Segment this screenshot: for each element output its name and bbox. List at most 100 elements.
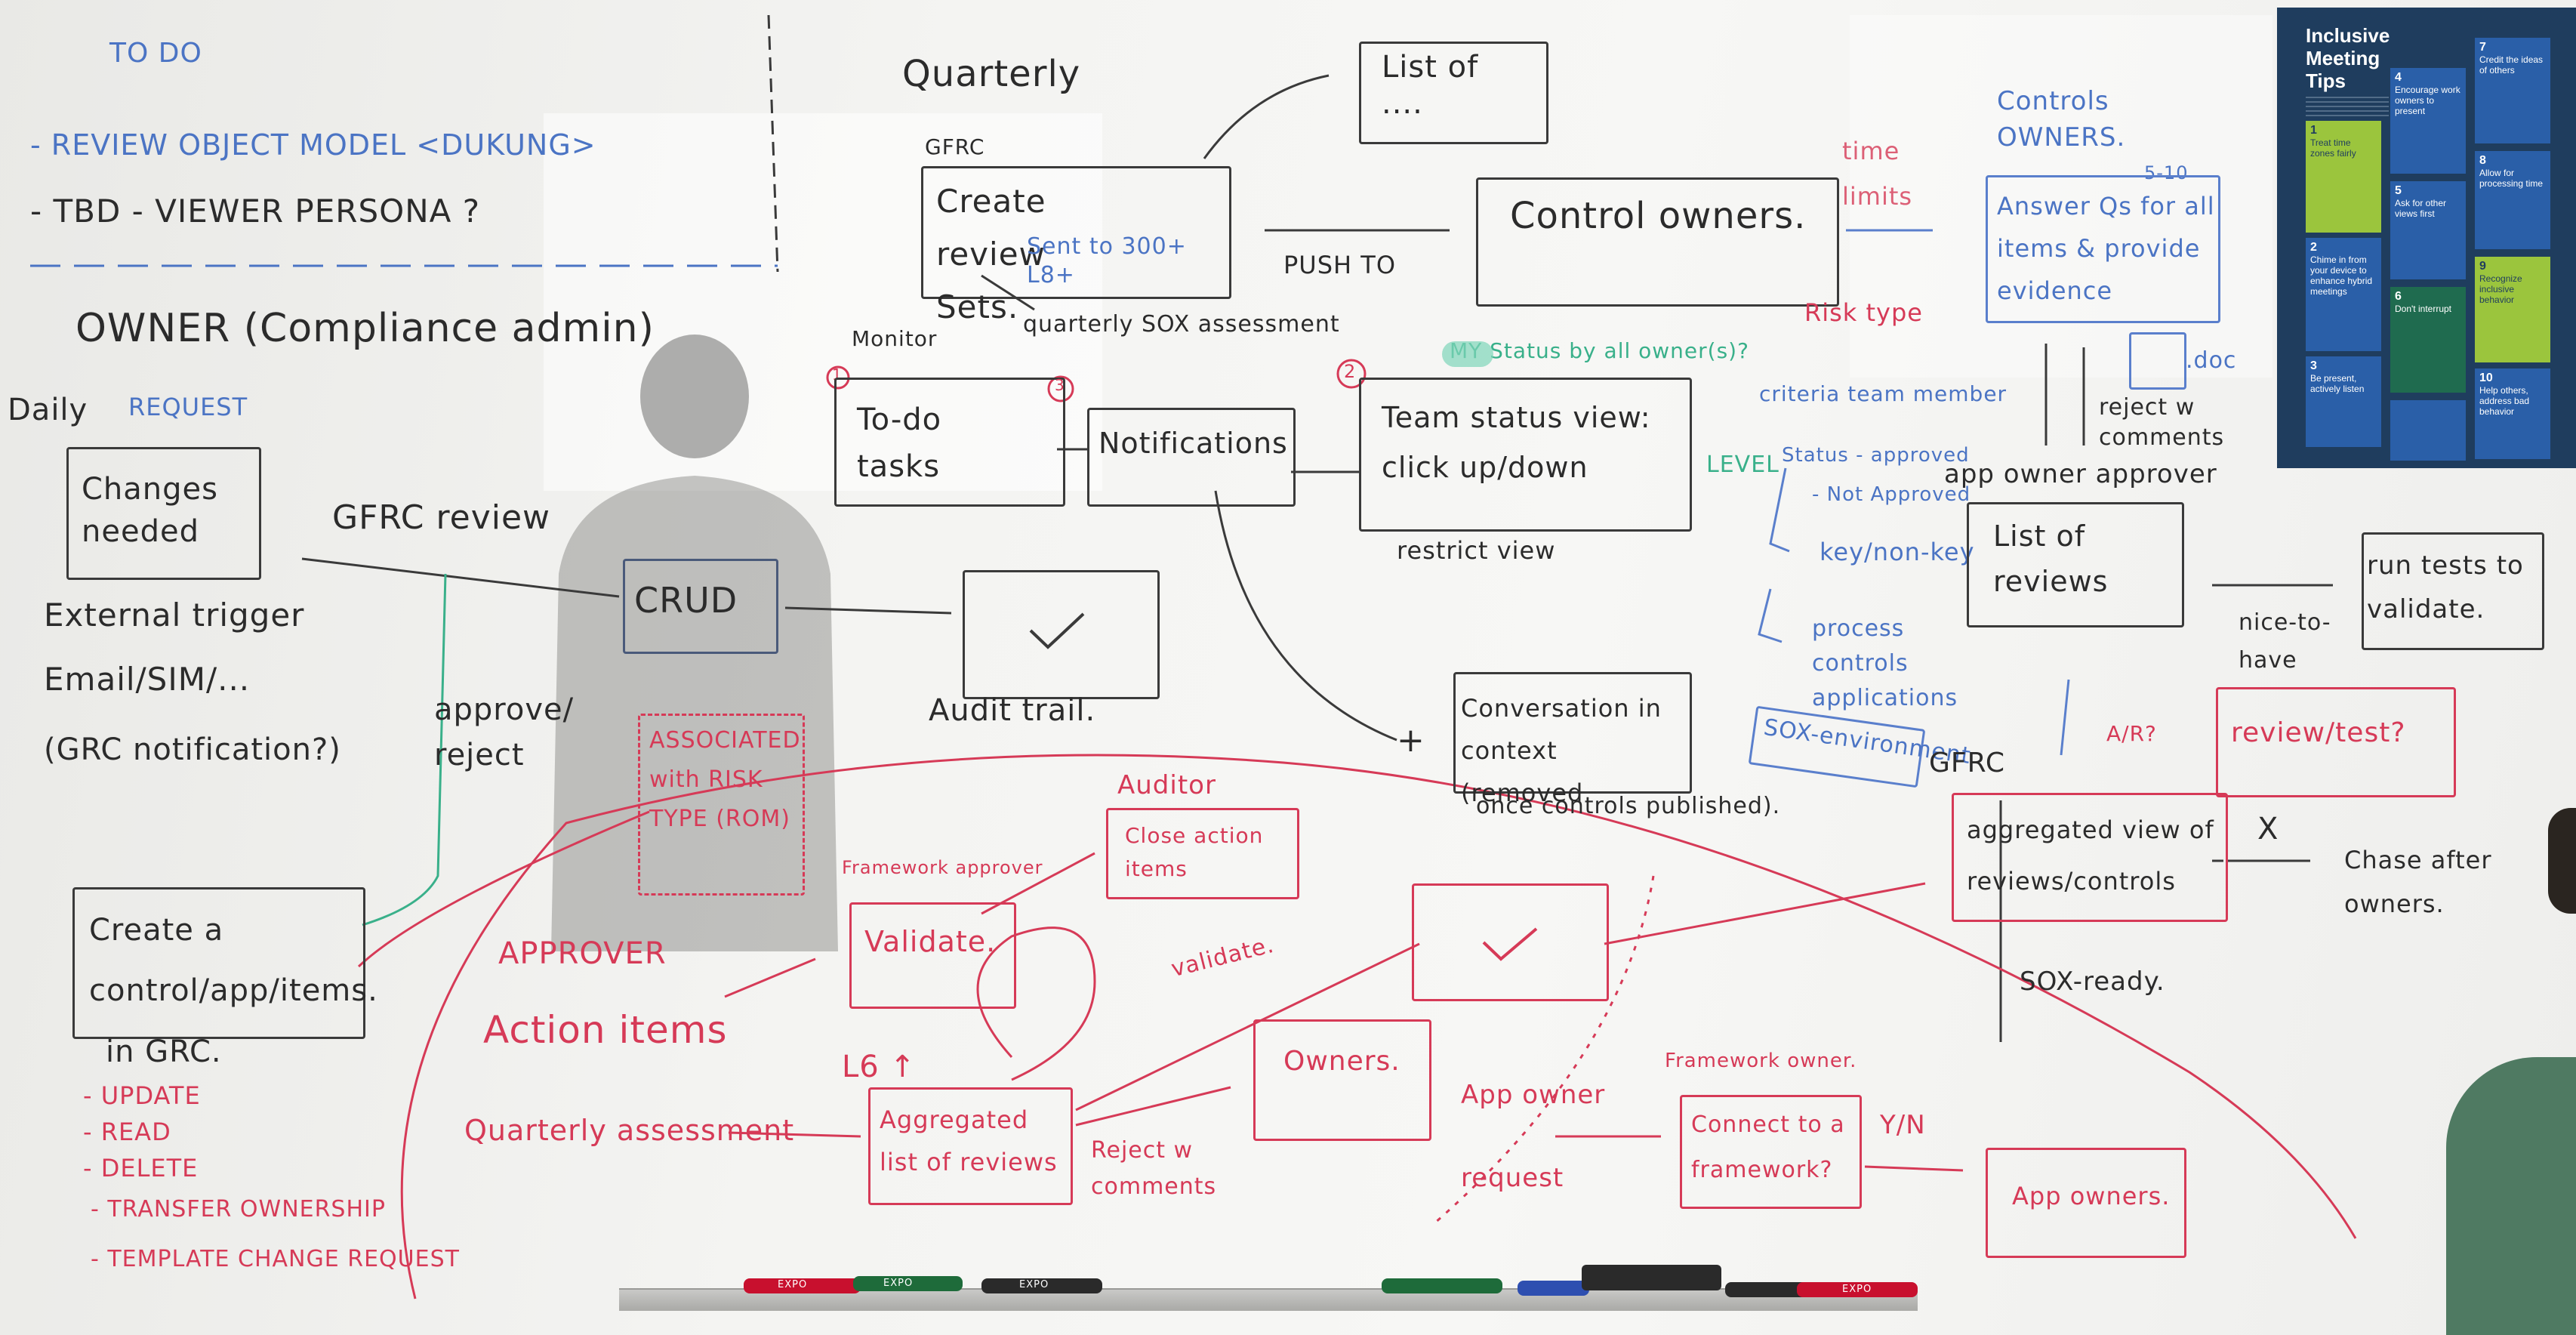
list-of-box: [1359, 42, 1548, 144]
control-owners-label: Control owners.: [1510, 195, 1807, 237]
red-marker-2[interactable]: [1797, 1282, 1918, 1297]
todo-tasks-box: [834, 378, 1065, 507]
push-to-label: PUSH TO: [1283, 251, 1396, 279]
email-sim-label: Email/SIM/...: [44, 661, 251, 698]
crud-list-delete: - DELETE: [83, 1154, 199, 1182]
todo-item-viewer-persona: - TBD - VIEWER PERSONA ?: [30, 193, 480, 230]
notifications-label: Notifications: [1098, 427, 1288, 460]
create-review-sets-label: Create review Sets.: [936, 183, 1046, 325]
aggregated-list-label: Aggregated list of reviews: [880, 1105, 1058, 1176]
notifications-box: [1087, 408, 1296, 507]
crud-box: [623, 559, 778, 654]
control-owners-box: [1476, 177, 1839, 307]
list-of-label: List of ....: [1382, 50, 1479, 121]
criteria-label: criteria team member: [1759, 381, 2007, 406]
red-checkmark-icon: [1482, 927, 1538, 961]
todo-tasks-label: To-do tasks: [857, 402, 942, 484]
person-shoulder: [2446, 1057, 2576, 1335]
ar-label: A/R?: [2106, 721, 2157, 746]
approve-reject-label: approve/ reject: [434, 692, 575, 772]
framework-owner-label: Framework owner.: [1665, 1050, 1857, 1072]
crud-list-template: - TEMPLATE CHANGE REQUEST: [91, 1246, 460, 1272]
circle-3: 3: [1055, 376, 1065, 394]
key-nonkey-label: key/non-key: [1820, 538, 1975, 566]
marker-brand-3: EXPO: [1019, 1279, 1049, 1290]
team-status-box: [1359, 378, 1692, 532]
toggle-switch-drawing: [1442, 341, 1493, 367]
quarterly-sox-label: quarterly SOX assessment: [1023, 311, 1340, 338]
whiteboard-eraser[interactable]: [1582, 1265, 1721, 1290]
circle-2: 2: [1344, 361, 1357, 382]
red-marker[interactable]: [744, 1278, 861, 1293]
review-test-label: review/test?: [2231, 717, 2406, 748]
list-of-reviews-box: [1967, 502, 2184, 627]
green-marker-2[interactable]: [1382, 1278, 1502, 1293]
approver-label: APPROVER: [498, 936, 667, 971]
request-label: REQUEST: [128, 393, 248, 421]
green-marker[interactable]: [853, 1276, 963, 1291]
crud-list-read: - READ: [83, 1118, 171, 1146]
blue-marker[interactable]: [1518, 1281, 1589, 1296]
gfrc-label-right: GFRC: [1929, 748, 2005, 778]
todo-heading: TO DO: [109, 38, 202, 69]
aggregated-view-label: aggregated view of reviews/controls: [1967, 815, 2214, 896]
l6-label: L6 ↑: [842, 1050, 916, 1084]
owners-box: [1253, 1019, 1431, 1141]
controls-owners-label: Controls OWNERS.: [1997, 86, 2126, 153]
sox-ready-label: SOX-ready.: [2020, 967, 2165, 997]
my-status-label: MY Status by all owner(s)?: [1450, 338, 1749, 363]
aggregated-list-box: [868, 1087, 1073, 1205]
person-hair: [2548, 808, 2576, 914]
run-tests-label: run tests to validate.: [2367, 550, 2524, 624]
connect-framework-label: Connect to a framework?: [1691, 1111, 1845, 1183]
gfrc-review-label: GFRC review: [332, 498, 551, 537]
marker-brand-2: EXPO: [883, 1278, 914, 1289]
plus-sign: +: [1397, 721, 1425, 760]
monitor-label: Monitor: [852, 326, 938, 351]
todo-item-review-object-model: - REVIEW OBJECT MODEL <DUKUNG>: [30, 128, 596, 162]
crud-label: CRUD: [634, 580, 738, 621]
associated-label: ASSOCIATED with RISK TYPE (ROM): [649, 727, 801, 832]
framework-approver-label: Framework approver: [842, 857, 1043, 878]
window-reflection-left: [544, 113, 1102, 491]
answer-qs-label: Answer Qs for all items & provide eviden…: [1997, 192, 2215, 305]
app-owners-label: App owners.: [2012, 1182, 2171, 1210]
five-ten-label: 5-10: [2144, 162, 2189, 183]
connect-framework-box: [1680, 1095, 1862, 1209]
close-action-box: [1106, 808, 1299, 899]
audit-trail-label: Audit trail.: [929, 693, 1096, 728]
action-items-label: Action items: [483, 1008, 728, 1052]
sent-to-label: Sent to 300+ L8+: [1027, 233, 1187, 288]
black-marker[interactable]: [981, 1278, 1102, 1293]
validate-box: [849, 902, 1016, 1009]
chase-owners-label: Chase after owners.: [2344, 846, 2492, 918]
review-test-box: [2216, 687, 2456, 797]
in-grc-label: in GRC.: [106, 1034, 222, 1069]
external-trigger-label: External trigger: [44, 597, 305, 634]
conversation-label: Conversation in context (removed: [1461, 694, 1662, 807]
validated-check-box: [1412, 883, 1609, 1001]
level-label: LEVEL: [1706, 452, 1779, 478]
answer-qs-box: [1986, 175, 2220, 323]
quarterly-label: Quarterly: [902, 53, 1081, 95]
status-not-approved-label: - Not Approved: [1812, 483, 1971, 506]
reject-comments-label: reject w comments: [2099, 394, 2225, 451]
window-reflection-right: [1850, 15, 2272, 378]
crud-list-transfer: - TRANSFER OWNERSHIP: [91, 1196, 386, 1222]
daily-label: Daily: [8, 393, 88, 427]
audit-trail-box: [963, 570, 1160, 699]
aggregated-view-box: [1952, 793, 2228, 922]
black-marker-2[interactable]: [1725, 1282, 1808, 1297]
x-mark: X: [2257, 812, 2279, 846]
